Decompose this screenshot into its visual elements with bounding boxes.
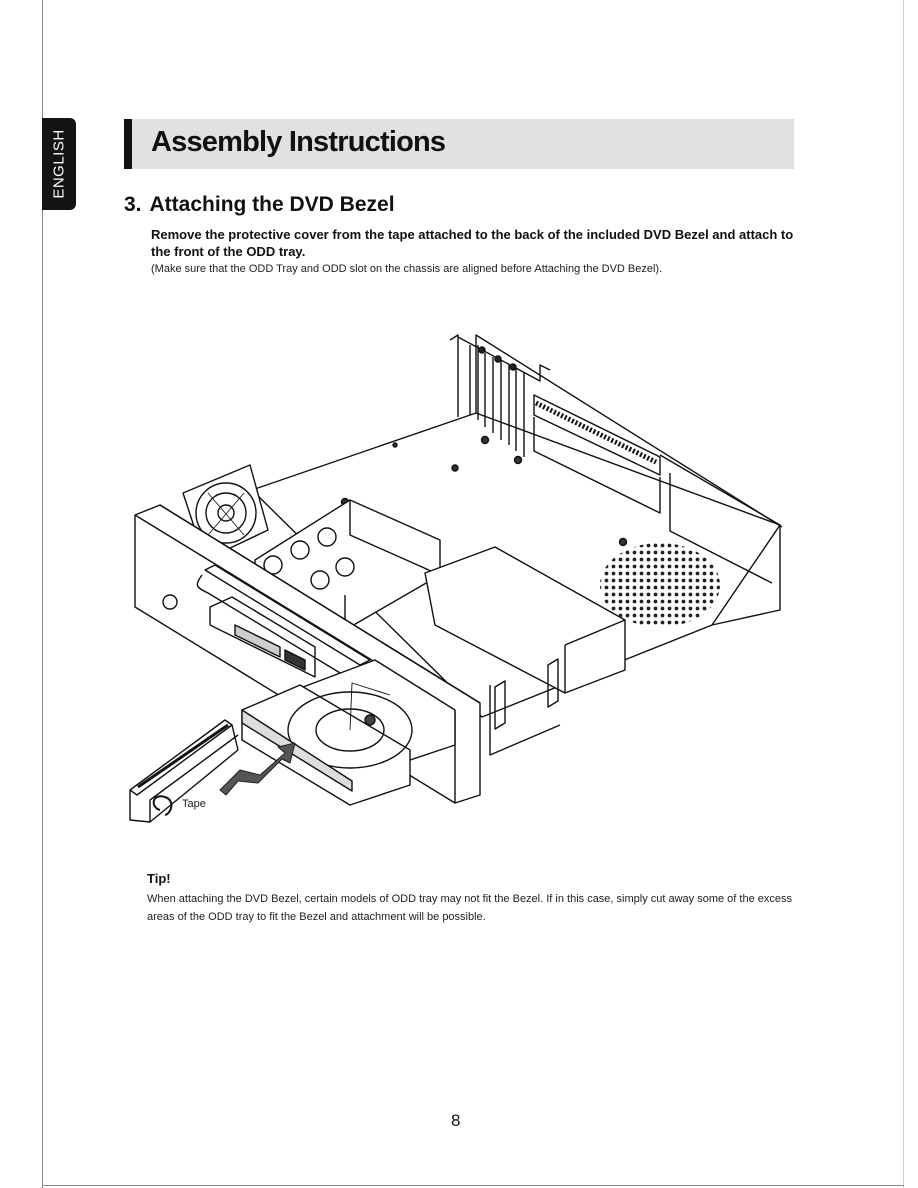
dvd-bezel-assembly-illustration: Tape bbox=[129, 334, 783, 823]
section-number: 3. bbox=[124, 193, 142, 216]
tip-heading: Tip! bbox=[147, 871, 171, 886]
header-accent-bar bbox=[124, 119, 132, 169]
language-tab: ENGLISH bbox=[42, 118, 76, 210]
page-number: 8 bbox=[451, 1111, 461, 1130]
tape-label: Tape bbox=[182, 798, 206, 810]
instruction-text: Remove the protective cover from the tap… bbox=[151, 227, 794, 259]
alignment-note: (Make sure that the ODD Tray and ODD slo… bbox=[151, 263, 663, 275]
page-bottom-edge bbox=[42, 1185, 904, 1186]
page-left-edge bbox=[42, 0, 43, 1188]
language-tab-label: ENGLISH bbox=[50, 129, 68, 199]
section-heading: 3. Attaching the DVD Bezel bbox=[124, 193, 395, 217]
header-band bbox=[124, 119, 794, 169]
page-right-edge bbox=[903, 0, 904, 1188]
section-title: Attaching the DVD Bezel bbox=[149, 193, 395, 216]
page-title: Assembly Instructions bbox=[151, 126, 446, 158]
tip-text: When attaching the DVD Bezel, certain mo… bbox=[147, 893, 792, 923]
